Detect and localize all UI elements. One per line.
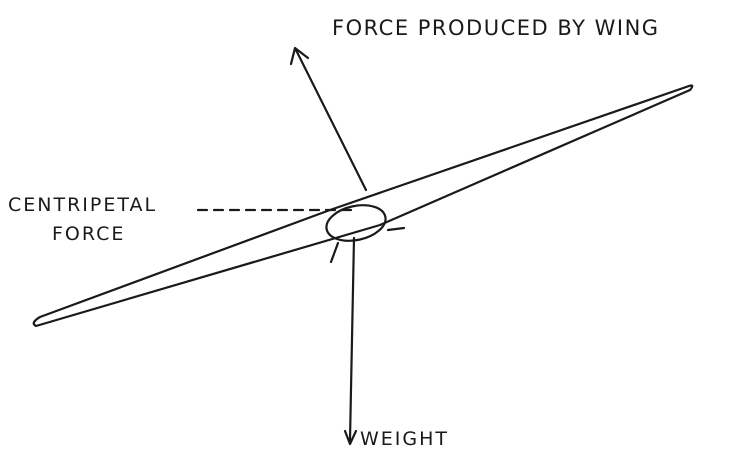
- weight-arrow-shaft: [348, 236, 356, 442]
- centripetal-force-label-line1: CENTRIPETAL: [8, 194, 158, 216]
- wing-force-label: FORCE PRODUCED BY WING: [332, 16, 660, 40]
- wing-force-arrow-shaft: [294, 48, 368, 192]
- body-tick-right: [386, 226, 406, 232]
- weight-label: WEIGHT: [360, 428, 450, 450]
- body-tick-lower-left: [329, 241, 340, 264]
- wing: [32, 84, 694, 328]
- centripetal-force-label-line2: FORCE: [52, 223, 126, 245]
- weight-arrowhead: [343, 429, 358, 446]
- fuselage: [325, 204, 387, 242]
- wing-force-arrowhead: [289, 46, 310, 66]
